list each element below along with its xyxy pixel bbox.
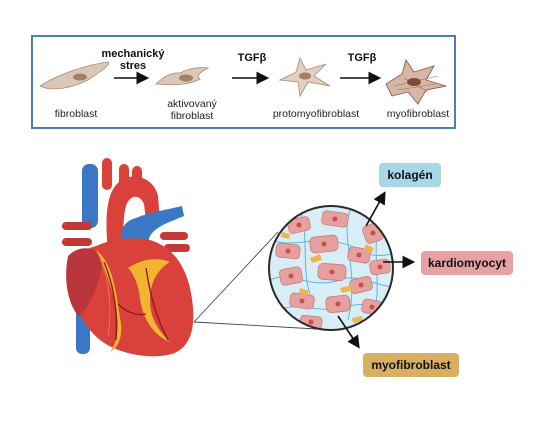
heart-illustration	[62, 158, 194, 357]
fibroblast-cell	[39, 61, 110, 90]
zoom-line-top	[193, 231, 279, 323]
activated-fibroblast-cell	[155, 67, 210, 86]
tissue-magnification	[268, 205, 394, 331]
collagen-arrow	[365, 191, 386, 227]
myofibroblast-tag: myofibroblast	[363, 353, 459, 377]
process-panel	[31, 35, 456, 129]
step-label-fibroblast: fibroblast	[54, 108, 98, 120]
cardiomyocyte-tag: kardiomyocyt	[421, 251, 513, 275]
arrow-label-stress: mechanický stres	[101, 48, 165, 72]
step-label-protomyofibroblast: protomyofibroblast	[272, 108, 360, 120]
myofibroblast-arrow	[337, 315, 360, 349]
arrow-label-tgfb-2: TGFβ	[347, 52, 377, 64]
myofibroblast-cell	[385, 58, 447, 105]
collagen-tag: kolagén	[379, 163, 441, 187]
arrow-label-tgfb-1: TGFβ	[237, 52, 267, 64]
step-label-activated-fibroblast: aktivovaný fibroblast	[167, 98, 217, 122]
step-label-myofibroblast: myofibroblast	[386, 108, 450, 120]
protomyofibroblast-cell	[278, 56, 331, 98]
zoom-line-bottom	[193, 321, 335, 331]
